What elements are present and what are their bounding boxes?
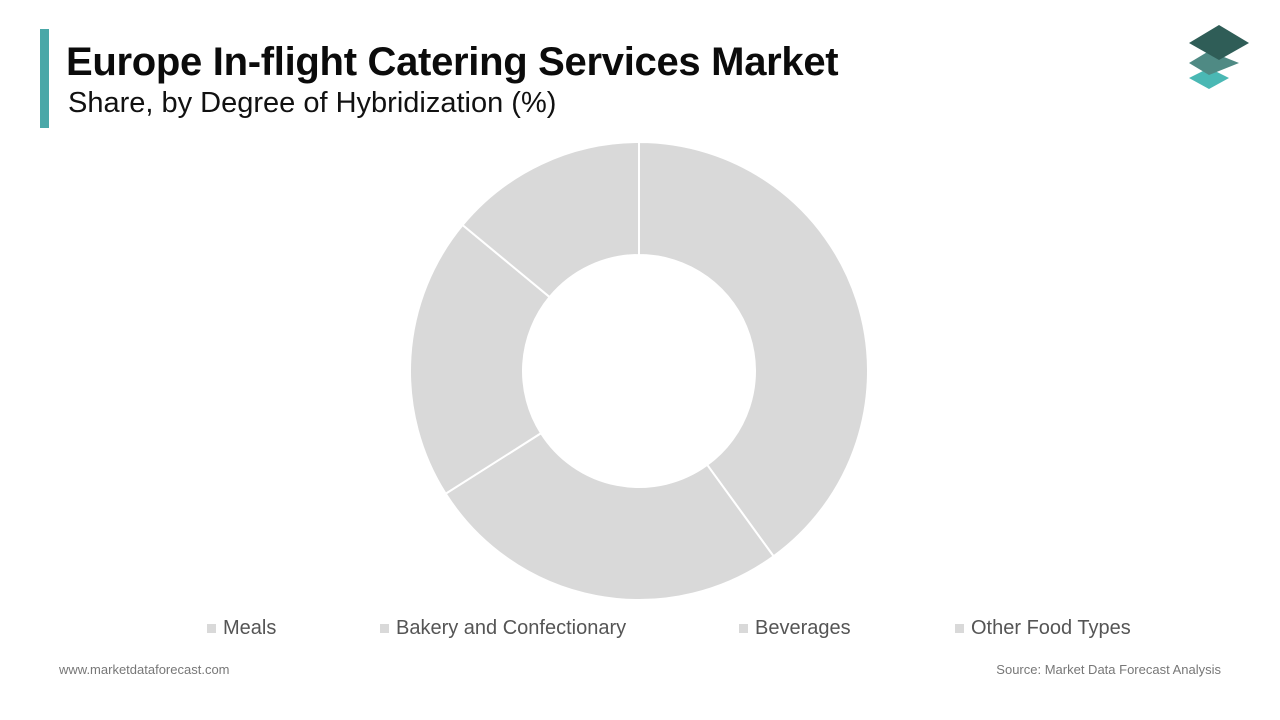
footer-source: Source: Market Data Forecast Analysis	[996, 662, 1221, 677]
legend-item: Other Food Types	[955, 616, 1131, 640]
donut-slice-bakery-and-confectionary	[444, 431, 776, 601]
title-accent-bar	[40, 29, 49, 128]
legend-label: Beverages	[755, 616, 851, 639]
legend-swatch	[955, 623, 964, 633]
legend-item: Bakery and Confectionary	[380, 616, 626, 640]
logo-layer-bottom	[1189, 68, 1229, 89]
legend-item: Beverages	[739, 616, 851, 640]
legend-label: Bakery and Confectionary	[396, 616, 627, 639]
legend-item: Meals	[207, 616, 276, 640]
logo-layer-top	[1189, 25, 1249, 60]
page-title: Europe In-flight Catering Services Marke…	[66, 40, 839, 84]
legend-swatch	[380, 623, 389, 633]
page-subtitle: Share, by Degree of Hybridization (%)	[68, 87, 557, 119]
donut-slice-meals	[638, 140, 869, 558]
donut-slice-beverages	[409, 223, 552, 496]
donut-slice-other-food-types	[461, 140, 640, 299]
legend-label: Meals	[223, 616, 277, 639]
logo-layer-middle	[1189, 51, 1239, 75]
legend-swatch	[739, 623, 748, 633]
footer-website: www.marketdataforecast.com	[59, 662, 230, 677]
stacked-layers-logo-icon	[1189, 25, 1249, 89]
legend-label: Other Food Types	[971, 616, 1131, 639]
legend-swatch	[207, 623, 216, 633]
